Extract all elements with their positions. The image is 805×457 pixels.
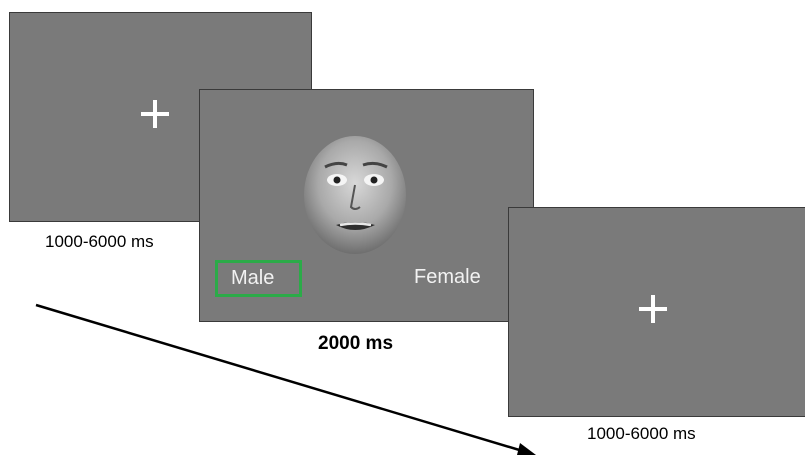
male-label: Male bbox=[231, 267, 275, 289]
fixation-cross-icon bbox=[141, 100, 169, 128]
fixation-cross-icon bbox=[639, 295, 667, 323]
male-selection-box: Male bbox=[215, 260, 302, 297]
timing-label-2: 2000 ms bbox=[318, 333, 394, 354]
stimulus-screen: Male Female bbox=[199, 89, 534, 322]
female-label: Female bbox=[414, 266, 481, 288]
fixation-screen-2 bbox=[508, 207, 805, 417]
timing-label-3: 1000-6000 ms bbox=[587, 424, 696, 443]
timing-label-1: 1000-6000 ms bbox=[45, 232, 154, 251]
face-stimulus-icon bbox=[304, 136, 406, 254]
